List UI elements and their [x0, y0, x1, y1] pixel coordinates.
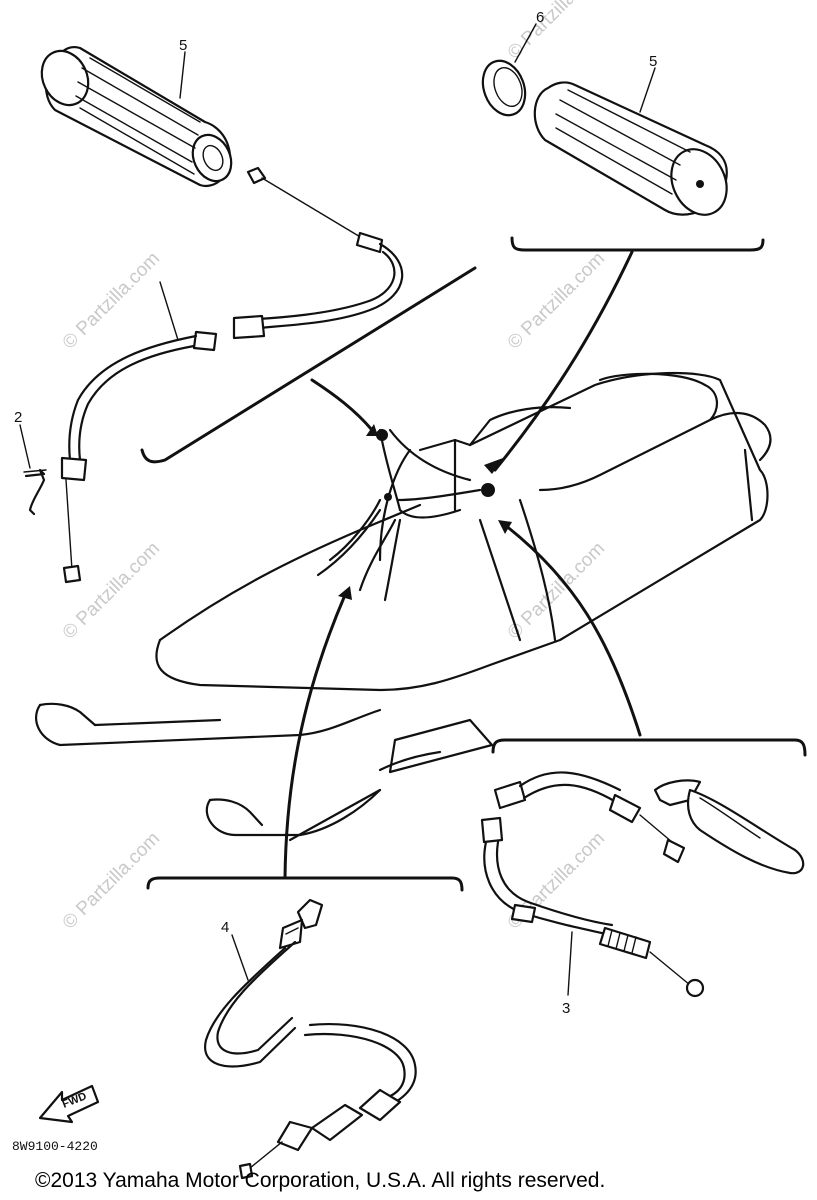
callout-ring: 6	[536, 9, 544, 26]
watermark-2: © Partzilla.com	[504, 248, 609, 353]
grip-ring	[481, 59, 527, 117]
throttle-cable-lower	[204, 898, 417, 1180]
throttle-cable-upper	[60, 166, 404, 584]
leader-throttle-lower	[231, 934, 249, 981]
snowmobile-outline	[34, 371, 772, 842]
leader-grip-right	[639, 67, 656, 113]
bracket-brake	[491, 738, 807, 757]
diagram-code: 8W9100-4220	[12, 1139, 98, 1154]
brake-cable	[480, 771, 805, 998]
fwd-arrow-icon: FWD	[38, 1084, 100, 1124]
arrow-brake	[503, 523, 642, 737]
leader-throttle-upper	[159, 281, 179, 341]
arrow-grip	[493, 250, 634, 472]
arrow-throttle-upper	[310, 378, 374, 432]
leader-ring	[514, 23, 537, 63]
grip-left	[40, 46, 233, 188]
bracket-throttle-lower	[146, 876, 464, 892]
callout-clip: 2	[14, 409, 22, 426]
leader-grip-left	[179, 51, 186, 99]
bracket-throttle-upper	[140, 266, 477, 464]
arrow-throttle-lower	[283, 593, 347, 880]
clip	[23, 468, 47, 516]
watermark-1: © Partzilla.com	[59, 248, 164, 353]
callout-grip-right: 5	[649, 53, 657, 70]
bracket-grip	[510, 236, 765, 252]
arrowhead-throttle-upper	[366, 424, 378, 436]
callout-grip-left: 5	[179, 37, 187, 54]
callout-throttle-lower: 4	[221, 919, 229, 936]
watermark-4: © Partzilla.com	[504, 538, 609, 643]
arrowhead-grip	[484, 458, 503, 474]
grip-right	[533, 81, 728, 216]
callout-brake: 3	[562, 1000, 570, 1017]
handlebar-cables	[316, 428, 495, 602]
leader-clip	[19, 424, 31, 469]
leader-brake	[567, 931, 573, 996]
watermark-3: © Partzilla.com	[59, 538, 164, 643]
arrowhead-brake	[498, 520, 512, 534]
copyright-text: ©2013 Yamaha Motor Corporation, U.S.A. A…	[35, 1169, 605, 1192]
arrowhead-throttle-lower	[338, 586, 352, 600]
